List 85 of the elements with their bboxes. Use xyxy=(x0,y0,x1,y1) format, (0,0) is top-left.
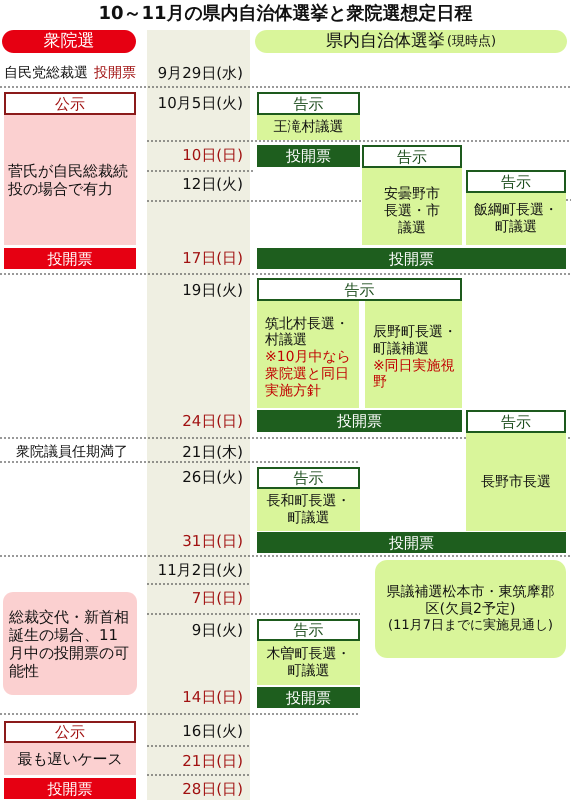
announcement-box xyxy=(4,92,136,115)
box-text: 辰野町長選・町議補選 xyxy=(373,324,458,358)
note-text: ※10月中なら衆院選と同日実施方針 xyxy=(265,349,352,400)
box-text: 長野市長選 xyxy=(481,474,551,490)
date-label: 24日(日) xyxy=(181,411,243,431)
section-header xyxy=(255,30,567,53)
box-text: 投開票 xyxy=(48,780,92,798)
announcement-box xyxy=(257,467,360,489)
box-text: (現時点) xyxy=(446,34,496,50)
box-text: 投開票 xyxy=(389,534,434,552)
box-text: 衆院選 xyxy=(44,31,94,52)
box-text: 投開票 xyxy=(389,250,434,268)
box-text: 告示 xyxy=(397,148,427,166)
date-label: 11月2日(火) xyxy=(156,560,243,580)
announcement-box xyxy=(466,410,566,433)
vote-box xyxy=(257,687,360,708)
date-label: 10日(日) xyxy=(181,145,243,165)
election-box xyxy=(375,560,566,658)
title: 10～11月の県内自治体選挙と衆院選想定日程 xyxy=(97,2,474,26)
announcement-box xyxy=(257,619,360,641)
box-text: 飯綱町長選・町議選 xyxy=(473,202,559,236)
box-text: 長和町長選・町議選 xyxy=(266,493,352,527)
vote-box xyxy=(257,248,566,269)
note-text: ※同日実施視野 xyxy=(373,358,456,392)
box-text: 公示 xyxy=(55,94,85,112)
note-box xyxy=(4,115,136,245)
date-label: 14日(日) xyxy=(181,687,243,707)
note-box xyxy=(3,592,137,695)
date-label: 21日(日) xyxy=(181,751,243,771)
election-box xyxy=(257,641,360,685)
announcement-box xyxy=(466,170,566,193)
box-text: 木曽町長選・町議選 xyxy=(266,646,352,680)
event-label: 投開票 xyxy=(94,64,137,83)
box-text: 告示 xyxy=(294,621,324,639)
box-text: 菅氏が自民総裁続投の場合で有力 xyxy=(8,162,129,198)
date-label: 28日(日) xyxy=(181,779,243,799)
box-text: 告示 xyxy=(344,280,374,298)
date-label: 21日(木) xyxy=(181,442,243,462)
date-label: 17日(日) xyxy=(181,248,243,268)
vote-box xyxy=(4,778,136,799)
election-box xyxy=(466,193,566,245)
box-text: 県議補選松本市・東筑摩郡区(欠員2予定) xyxy=(386,584,556,618)
box-text: 最も遅いケース xyxy=(18,750,122,768)
date-label: 10月5日(火) xyxy=(156,93,243,113)
vote-box xyxy=(4,248,136,269)
box-text: 筑北村長選・村議選 xyxy=(265,316,350,350)
election-box xyxy=(257,301,359,408)
election-box xyxy=(466,433,566,531)
event-label: 衆院議員任期満了 xyxy=(16,443,129,462)
election-box xyxy=(365,301,462,408)
box-text: 総裁交代・新首相誕生の場合、11月中の投開票の可能性 xyxy=(9,608,130,680)
election-box xyxy=(257,489,360,531)
box-text: 王滝村議選 xyxy=(274,119,344,136)
box-text: 投開票 xyxy=(286,147,331,165)
date-label: 19日(火) xyxy=(181,280,243,300)
vote-box xyxy=(257,410,462,432)
event-label: 自民党総裁選 xyxy=(4,64,89,83)
announcement-box xyxy=(362,145,462,168)
vote-box xyxy=(257,532,566,553)
announcement-box xyxy=(257,92,360,115)
date-label: 16日(火) xyxy=(181,721,243,741)
box-text: 投開票 xyxy=(286,688,331,706)
date-label: 12日(火) xyxy=(181,174,243,194)
announcement-box xyxy=(257,278,462,301)
date-label: 31日(日) xyxy=(181,531,243,551)
box-text: (11月7日までに実施見通し) xyxy=(388,618,553,634)
date-label: 26日(火) xyxy=(181,467,243,487)
vote-box xyxy=(257,145,360,167)
box-text: 公示 xyxy=(55,723,85,741)
date-label: 9月29日(水) xyxy=(156,63,243,83)
box-text: 県内自治体選挙 xyxy=(326,31,445,52)
box-text: 告示 xyxy=(501,172,531,190)
box-text: 安曇野市長選・市議選 xyxy=(383,186,441,237)
note-box xyxy=(4,743,136,775)
date-label: 9日(火) xyxy=(190,620,243,640)
box-text: 投開票 xyxy=(48,250,92,268)
election-box xyxy=(257,115,360,140)
election-box xyxy=(362,168,462,245)
box-text: 告示 xyxy=(501,412,531,430)
announcement-box xyxy=(4,721,136,743)
box-text: 告示 xyxy=(294,94,324,112)
date-label: 7日(日) xyxy=(190,588,243,608)
section-header xyxy=(2,30,136,53)
box-text: 告示 xyxy=(294,469,324,487)
box-text: 投開票 xyxy=(337,412,382,430)
